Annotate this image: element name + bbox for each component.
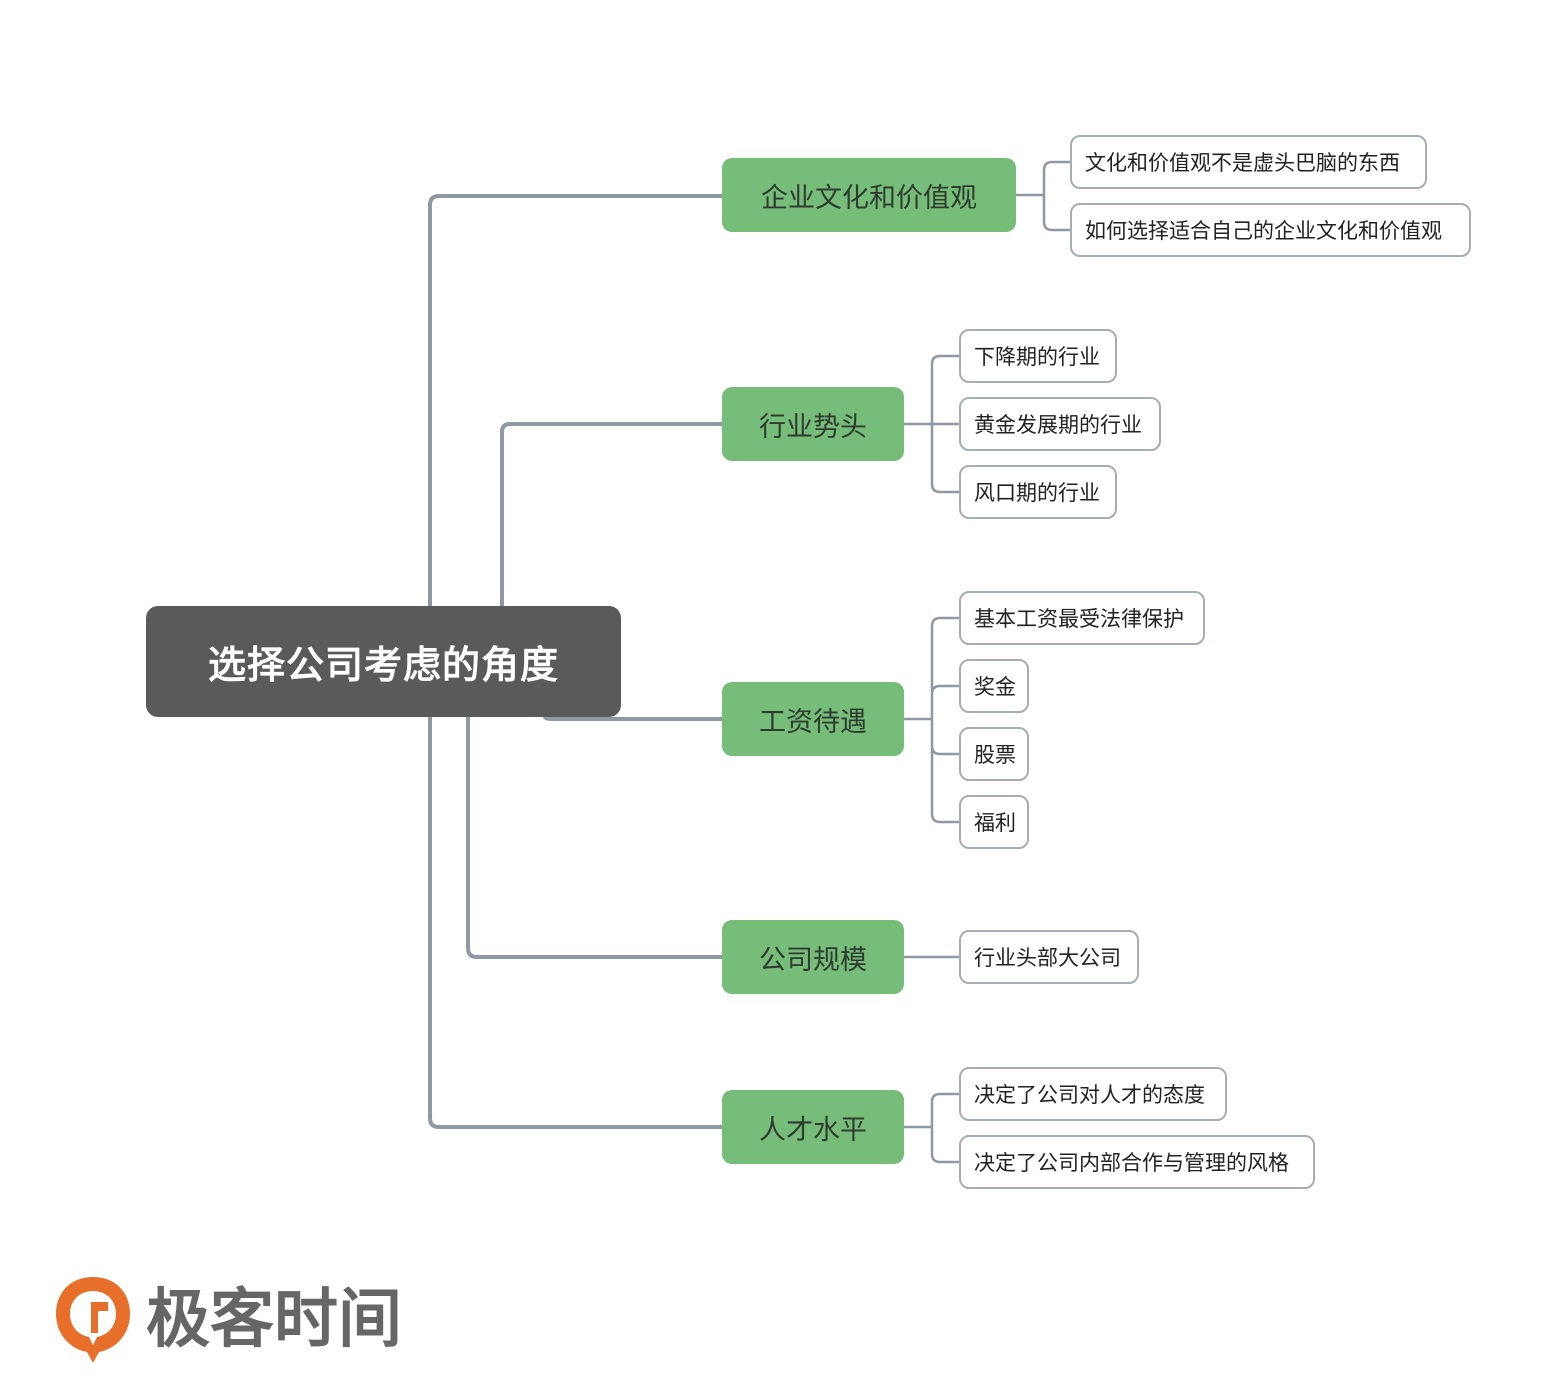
- leaf-topic: 基本工资最受法律保护: [959, 591, 1205, 645]
- branch-topic: 企业文化和价值观: [722, 158, 1016, 232]
- leaf-topic: 股票: [959, 727, 1029, 781]
- geektime-logo-icon: [56, 1277, 130, 1363]
- root-branch-connector: [543, 716, 722, 721]
- leaf-topic: 福利: [959, 795, 1029, 849]
- branch-leaf-connector: [904, 1092, 959, 1164]
- branch-topic: 人才水平: [722, 1090, 904, 1164]
- branch-topic: 行业势头: [722, 387, 904, 461]
- root-branch-connector: [466, 717, 722, 959]
- branch-leaf-connector: [904, 354, 959, 494]
- leaf-topic: 决定了公司对人才的态度: [959, 1067, 1227, 1121]
- root-branch-connector: [428, 717, 722, 1129]
- leaf-topic: 决定了公司内部合作与管理的风格: [959, 1135, 1315, 1189]
- root-branch-connector: [428, 194, 722, 606]
- root-branch-connector: [500, 422, 722, 606]
- leaf-topic: 文化和价值观不是虚头巴脑的东西: [1070, 135, 1427, 189]
- leaf-topic: 风口期的行业: [959, 465, 1117, 519]
- branch-leaf-connector: [1016, 160, 1070, 232]
- logo-text: 极客时间: [146, 1283, 402, 1357]
- branch-topic: 工资待遇: [722, 682, 904, 756]
- leaf-topic: 如何选择适合自己的企业文化和价值观: [1070, 203, 1471, 257]
- geektime-logo: 极客时间: [52, 1272, 442, 1368]
- root-topic: 选择公司考虑的角度: [146, 606, 621, 717]
- leaf-topic: 奖金: [959, 659, 1029, 713]
- branch-leaf-connector: [904, 616, 959, 824]
- leaf-topic: 黄金发展期的行业: [959, 397, 1161, 451]
- leaf-topic: 下降期的行业: [959, 329, 1117, 383]
- branch-topic: 公司规模: [722, 920, 904, 994]
- leaf-topic: 行业头部大公司: [959, 930, 1139, 984]
